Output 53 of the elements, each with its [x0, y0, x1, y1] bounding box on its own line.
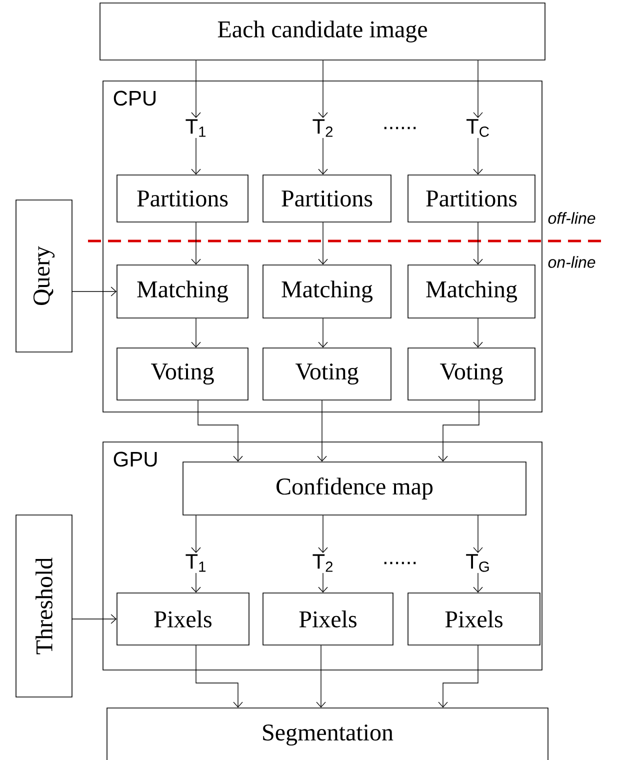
arrow: [473, 222, 483, 265]
process-box: Voting: [116, 348, 248, 400]
arrow: [438, 645, 478, 708]
arrow: [191, 515, 201, 554]
process-box: Matching: [116, 264, 248, 318]
arrow: [318, 138, 328, 175]
ellipsis: ......: [384, 126, 416, 130]
arrow: [191, 138, 201, 175]
process-box: Pixels: [262, 592, 394, 646]
process-box: Voting: [262, 348, 392, 400]
arrow: [72, 286, 117, 296]
step-label: T$_{1}$: [186, 119, 206, 137]
step-label: T$_{1}$: [186, 554, 206, 572]
step-label: T$_{2}$: [312, 119, 332, 137]
input-box: Query: [16, 200, 72, 352]
stage-label: off-line: [548, 212, 596, 224]
arrow: [191, 60, 201, 118]
arrow: [318, 515, 328, 554]
arrow: [191, 318, 201, 348]
arrow: [317, 400, 327, 462]
process-box: Pixels: [408, 592, 540, 646]
process-box: Partitions: [116, 174, 248, 222]
process-box: Partitions: [408, 174, 536, 222]
process-box: Pixels: [116, 592, 250, 646]
process-box: Confidence map: [182, 462, 526, 516]
arrow: [473, 515, 483, 553]
arrow: [318, 60, 328, 118]
process-box: Matching: [262, 264, 392, 318]
process-box: Segmentation: [106, 708, 548, 760]
step-label: T$_{G}$: [466, 554, 489, 572]
process-box: Matching: [408, 264, 536, 318]
arrow: [473, 572, 483, 593]
arrow: [316, 645, 326, 708]
arrow: [318, 318, 328, 348]
step-label: T$_{2}$: [312, 554, 332, 572]
arrow: [438, 400, 480, 462]
arrow: [318, 222, 328, 265]
arrow: [196, 645, 243, 708]
process-box: Each candidate image: [100, 2, 546, 60]
ellipsis: ......: [384, 562, 416, 564]
arrow: [473, 60, 483, 118]
stage-label: on-line: [548, 256, 596, 268]
input-box: Threshold: [16, 514, 72, 698]
arrow: [72, 614, 117, 624]
process-box: Partitions: [262, 174, 392, 222]
arrow: [191, 222, 201, 265]
arrow: [198, 400, 243, 462]
step-label: T$_{C}$: [466, 119, 489, 137]
arrow: [318, 572, 328, 593]
process-box: Voting: [408, 348, 536, 400]
arrow: [473, 138, 483, 175]
arrow: [191, 572, 201, 593]
arrow: [473, 318, 483, 348]
